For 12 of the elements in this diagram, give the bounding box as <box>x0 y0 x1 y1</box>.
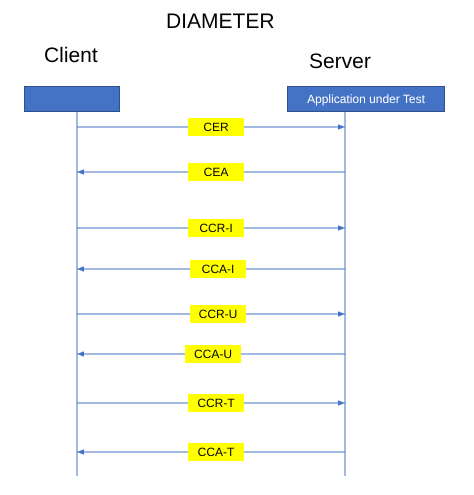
participant-box: Application under Test <box>287 86 445 112</box>
participant-heading: Server <box>309 50 371 74</box>
message-label: CCA-U <box>185 345 241 363</box>
diagram-title: DIAMETER <box>166 10 275 34</box>
message-label: CCR-U <box>190 305 246 323</box>
message-label: CEA <box>188 163 244 181</box>
message-label: CCR-I <box>188 219 244 237</box>
participant-heading: Client <box>44 44 98 68</box>
message-label: CCR-T <box>188 394 244 412</box>
message-label: CCA-T <box>188 443 244 461</box>
message-label: CER <box>188 118 244 136</box>
message-label: CCA-I <box>190 260 246 278</box>
